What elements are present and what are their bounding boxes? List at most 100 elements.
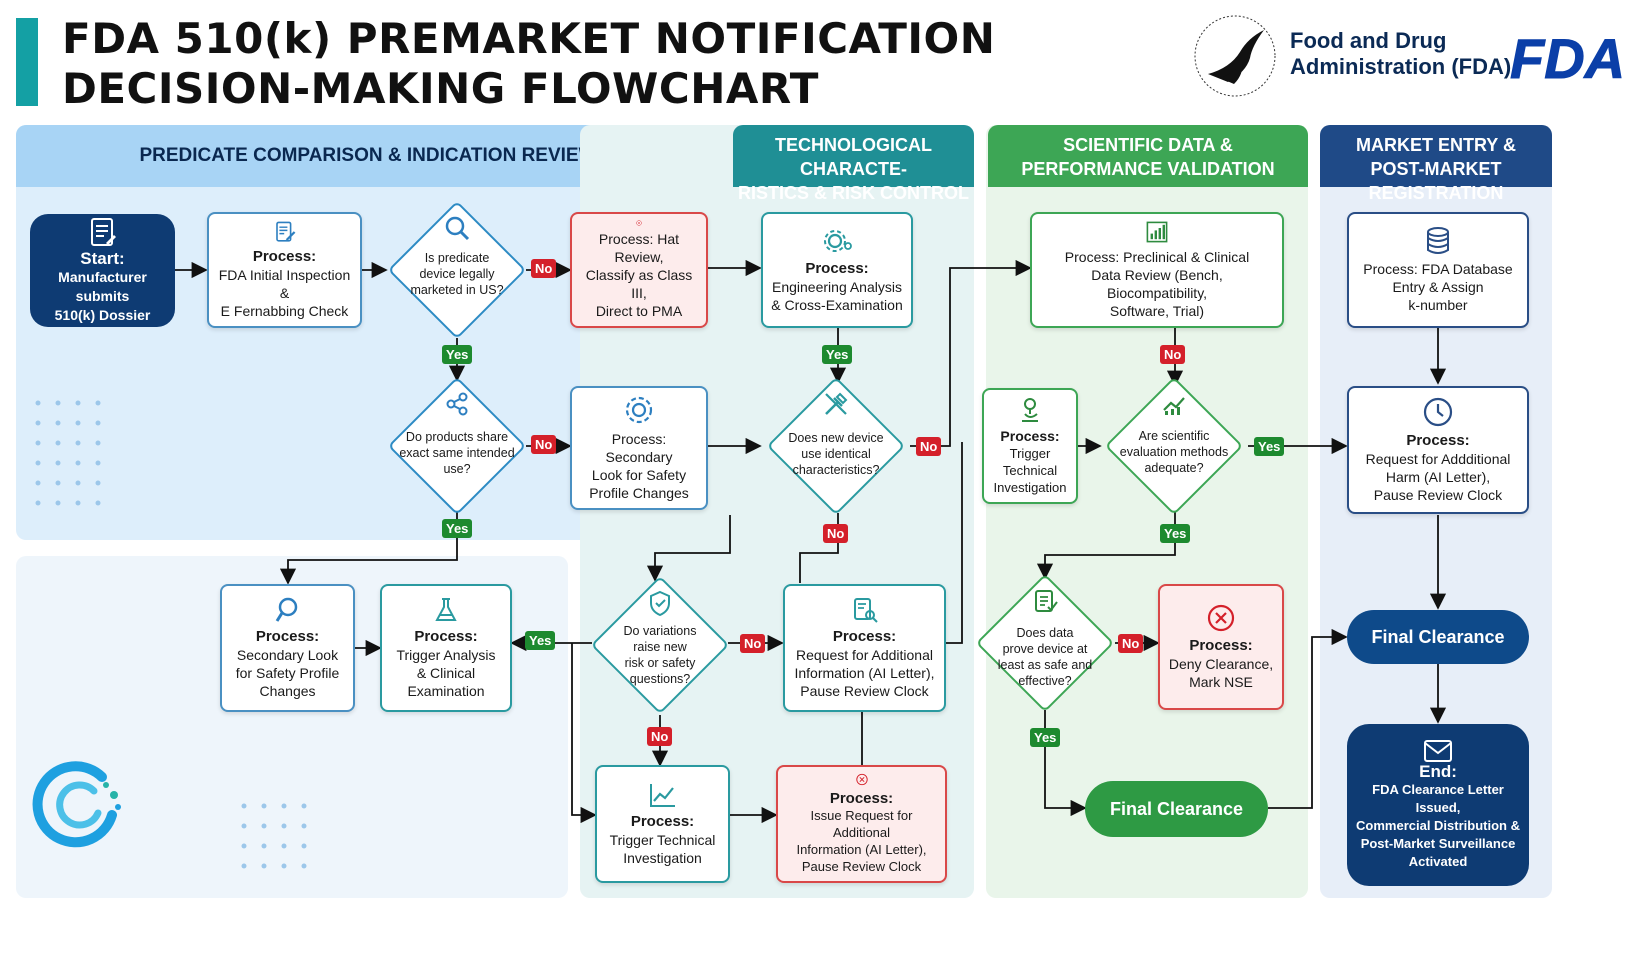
deny-clearance-box[interactable]: Process: Deny Clearance, Mark NSE: [1158, 584, 1284, 710]
fda-logo-icon: FDA: [1510, 27, 1626, 89]
request-harm-box[interactable]: Process: Request for Addditional Harm (A…: [1347, 386, 1529, 514]
decision-tech-line-3: characteristics?: [792, 463, 880, 477]
title-line-1: FDA 510(k) PREMARKET NOTIFICATION: [62, 14, 996, 63]
request-top-line-3: Pause Review Clock: [1373, 487, 1503, 503]
no-tag: No: [1118, 634, 1144, 653]
line-chart-icon: [649, 784, 675, 807]
no-tag: No: [1160, 345, 1186, 364]
end-node[interactable]: End: FDA Clearance Letter Issued, Commer…: [1347, 724, 1529, 886]
start-node[interactable]: Start: Manufacturer submits 510(k) Dossi…: [30, 214, 175, 327]
decision-safe-text: Does data prove device at least as safe …: [985, 625, 1105, 689]
yes-tag: Yes: [1254, 437, 1285, 456]
decision-intended-use[interactable]: Do products share exact same intended us…: [387, 376, 527, 516]
database-line-1: Process: FDA Database: [1363, 261, 1513, 277]
gear-icon: [824, 230, 852, 252]
end-line-4: Post-Market Surveillance: [1360, 836, 1516, 851]
secondary-bottom-heading: Process:: [255, 628, 320, 645]
trigger-bottom-line-2: Investigation: [623, 850, 702, 866]
trigger-analysis-line-1: Trigger Analysis: [396, 647, 496, 663]
lane-market-title-2: POST-MARKET REGISTRATION: [1368, 159, 1504, 203]
engineering-line-1: Engineering Analysis: [772, 279, 902, 295]
trigger-sci-line-1: Trigger Technical: [1002, 446, 1058, 478]
decision-methods-line-1: Are scientific: [1138, 429, 1210, 443]
preclinical-line-2: Data Review (Bench, Biocompatibility,: [1091, 267, 1223, 301]
issue-request-line-2: Information (AI Letter),: [796, 842, 927, 857]
trigger-investigation-bottom-box[interactable]: Process: Trigger Technical Investigation: [595, 765, 730, 883]
fda-logo-text: FDA: [1510, 27, 1625, 88]
bar-chart-icon: [1146, 221, 1168, 243]
decision-intended-line-3: use?: [443, 462, 471, 476]
tools-icon: [825, 392, 848, 415]
x-circle-icon: [1207, 604, 1235, 632]
decision-predicate-line-1: Is predicate: [424, 251, 490, 265]
lane-market-title: MARKET ENTRY & POST-MARKET REGISTRATION: [1320, 133, 1552, 205]
trigger-investigation-sci-box[interactable]: Process: Trigger Technical Investigation: [982, 388, 1078, 504]
decision-variations-text: Do variations raise new risk or safety q…: [600, 623, 720, 687]
trend-chart-icon: [1163, 397, 1185, 415]
end-line-5: Activated: [1408, 854, 1468, 869]
lane-science-header: SCIENTIFIC DATA & PERFORMANCE VALIDATION: [988, 125, 1308, 187]
decision-safe-line-2: prove device at: [1002, 642, 1088, 656]
decision-variations-line-3: risk or safety: [624, 656, 696, 670]
secondary-look-bottom-box[interactable]: Process: Secondary Look for Safety Profi…: [220, 584, 355, 712]
agency-name: Food and Drug Administration (FDA): [1290, 28, 1511, 80]
preclinical-line-3: Software, Trial): [1109, 303, 1205, 319]
start-line-2: 510(k) Dossier: [54, 306, 151, 323]
preclinical-box[interactable]: Process: Preclinical & Clinical Data Rev…: [1030, 212, 1284, 328]
initial-inspection-box[interactable]: Process: FDA Initial Inspection & E Fern…: [207, 212, 362, 328]
final-clearance-mid[interactable]: Final Clearance: [1085, 781, 1268, 837]
trigger-analysis-heading: Process:: [414, 628, 478, 645]
request-mid-heading: Process:: [832, 628, 897, 645]
search-icon: [275, 597, 297, 622]
trigger-analysis-box[interactable]: Process: Trigger Analysis & Clinical Exa…: [380, 584, 512, 712]
page-title: FDA 510(k) PREMARKET NOTIFICATION DECISI…: [62, 14, 995, 114]
issue-request-line-1: Issue Request for Additional: [810, 808, 913, 840]
decision-variations-line-4: questions?: [629, 672, 691, 686]
decision-tech-line-1: Does new device: [788, 431, 884, 445]
secondary-bottom-line-1: Secondary Look: [236, 647, 339, 663]
end-line-2: Issued,: [1415, 800, 1461, 815]
database-line-3: k-number: [1408, 297, 1468, 313]
yes-tag: Yes: [442, 345, 473, 364]
no-tag: No: [647, 727, 673, 746]
initial-line-2: E Fernabbing Check: [220, 303, 349, 319]
microscope-icon: [1022, 398, 1038, 422]
request-top-line-2: Harm (AI Letter),: [1385, 469, 1491, 485]
decision-tech-characteristics[interactable]: Does new device use identical characteri…: [766, 376, 906, 516]
decision-intended-text: Do products share exact same intended us…: [397, 429, 517, 477]
agency-line-2: Administration (FDA): [1290, 54, 1512, 79]
database-box[interactable]: Process: FDA Database Entry & Assign k-n…: [1347, 212, 1529, 328]
document-icon: [90, 217, 116, 246]
hhs-seal-icon: [1194, 15, 1276, 97]
lane-science-title: SCIENTIFIC DATA & PERFORMANCE VALIDATION: [988, 133, 1308, 181]
decision-predicate[interactable]: Is predicate device legally marketed in …: [387, 200, 527, 340]
flask-icon: [435, 598, 457, 621]
decision-methods-adequate[interactable]: Are scientific evaluation methods adequa…: [1104, 376, 1244, 516]
request-info-mid-box[interactable]: Process: Request for Additional Informat…: [783, 584, 946, 712]
no-tag: No: [740, 634, 766, 653]
x-circle-icon: [855, 773, 868, 786]
decision-safe-line-3: least as safe and: [997, 658, 1093, 672]
decision-variations[interactable]: Do variations raise new risk or safety q…: [590, 575, 730, 715]
final-clearance-right[interactable]: Final Clearance: [1347, 610, 1529, 664]
secondary-bottom-line-3: Changes: [259, 683, 316, 699]
decision-tech-line-2: use identical: [801, 447, 871, 461]
request-top-line-1: Request for Addditional: [1365, 451, 1511, 467]
issue-request-heading: Process:: [829, 790, 894, 807]
decorative-dots-icon: [241, 803, 307, 869]
decision-methods-line-2: evaluation methods: [1119, 445, 1229, 459]
agency-line-1: Food and Drug: [1290, 28, 1447, 53]
yes-tag: Yes: [525, 631, 556, 650]
secondary-look-top-box[interactable]: Process: Secondary Look for Safety Profi…: [570, 386, 708, 510]
end-line-1: FDA Clearance Letter: [1372, 782, 1504, 797]
issue-request-box[interactable]: Process: Issue Request for Additional In…: [776, 765, 947, 883]
lane-tech-header: TECHNOLOGICAL CHARACTE- RISTICS & RISK C…: [733, 125, 974, 203]
hat-review-box[interactable]: Process: Hat Review, Classify as Class I…: [570, 212, 708, 328]
engineering-box[interactable]: Process: Engineering Analysis & Cross-Ex…: [761, 212, 913, 328]
decision-safe-effective[interactable]: Does data prove device at least as safe …: [975, 573, 1115, 713]
deny-line-1: Deny Clearance,: [1168, 656, 1274, 672]
trigger-bottom-heading: Process:: [630, 813, 695, 830]
end-line-3: Commercial Distribution &: [1356, 818, 1520, 833]
shield-icon: [650, 590, 670, 617]
trigger-bottom-line-1: Trigger Technical: [609, 832, 716, 848]
